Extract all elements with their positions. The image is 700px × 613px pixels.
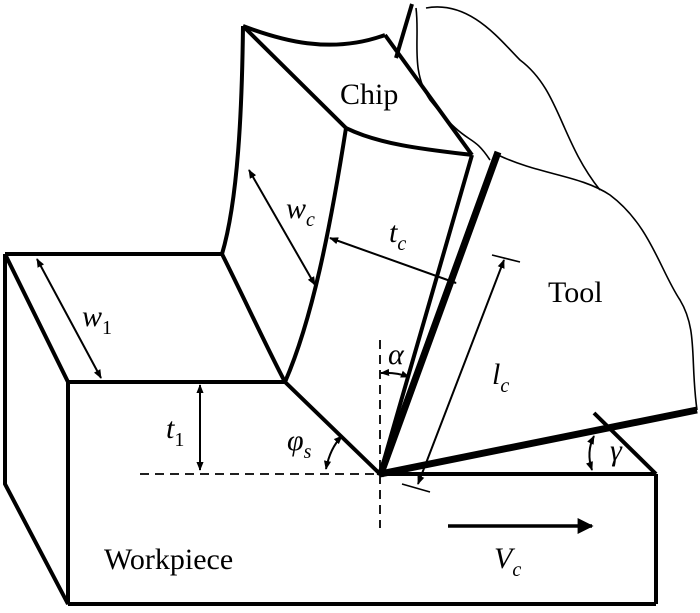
tool-label: Tool <box>548 276 603 309</box>
wc-symbol: wc <box>286 192 315 231</box>
chip-top-edge <box>242 24 386 47</box>
gamma-symbol: γ <box>610 434 623 467</box>
gamma-arc <box>586 435 595 471</box>
w1-arrow <box>36 258 102 379</box>
tool <box>376 3 698 478</box>
reference-lines <box>140 340 382 528</box>
lc-extension-top <box>491 254 521 263</box>
wc-arrow <box>248 169 316 286</box>
chip-front-left-edge <box>283 127 348 383</box>
shear-plane-edge <box>283 380 382 476</box>
chip-rake-contact-edge <box>378 154 474 475</box>
w1-dimension <box>36 258 102 379</box>
chip-diagonal-edge <box>241 24 348 130</box>
lc-extension-bottom <box>401 483 431 493</box>
wc-dimension <box>248 169 316 286</box>
w1-symbol: w1 <box>82 300 112 339</box>
chip-back-rake-edge <box>383 33 474 157</box>
lc-dimension <box>401 254 521 493</box>
tool-outline <box>497 154 698 411</box>
lc-symbol: lc <box>492 358 509 397</box>
phis-arc <box>323 435 343 470</box>
phis-symbol: φs <box>287 424 312 463</box>
chip-back-left-edge <box>220 25 245 255</box>
chip-front-top-edge <box>345 126 473 157</box>
t1-symbol: t1 <box>166 412 184 451</box>
chip-label: Chip <box>340 78 398 111</box>
tool-back-outline-2 <box>425 6 601 191</box>
chip-shear-back-edge <box>220 253 287 383</box>
tool-back-edge-stub <box>394 3 414 59</box>
machined-surface-side-edge <box>592 411 658 476</box>
gamma-angle <box>586 435 595 471</box>
phis-angle <box>323 435 343 470</box>
tool-flank-face <box>379 406 698 478</box>
lc-arrow <box>417 259 505 485</box>
alpha-arc <box>380 368 410 378</box>
alpha-angle <box>380 368 410 378</box>
workpiece-left-face <box>3 253 70 605</box>
vc-symbol: Vc <box>494 542 521 581</box>
alpha-symbol: α <box>388 338 405 371</box>
tc-symbol: tc <box>389 216 406 255</box>
tool-back-outline-1 <box>415 7 491 161</box>
workpiece-label: Workpiece <box>104 543 233 576</box>
